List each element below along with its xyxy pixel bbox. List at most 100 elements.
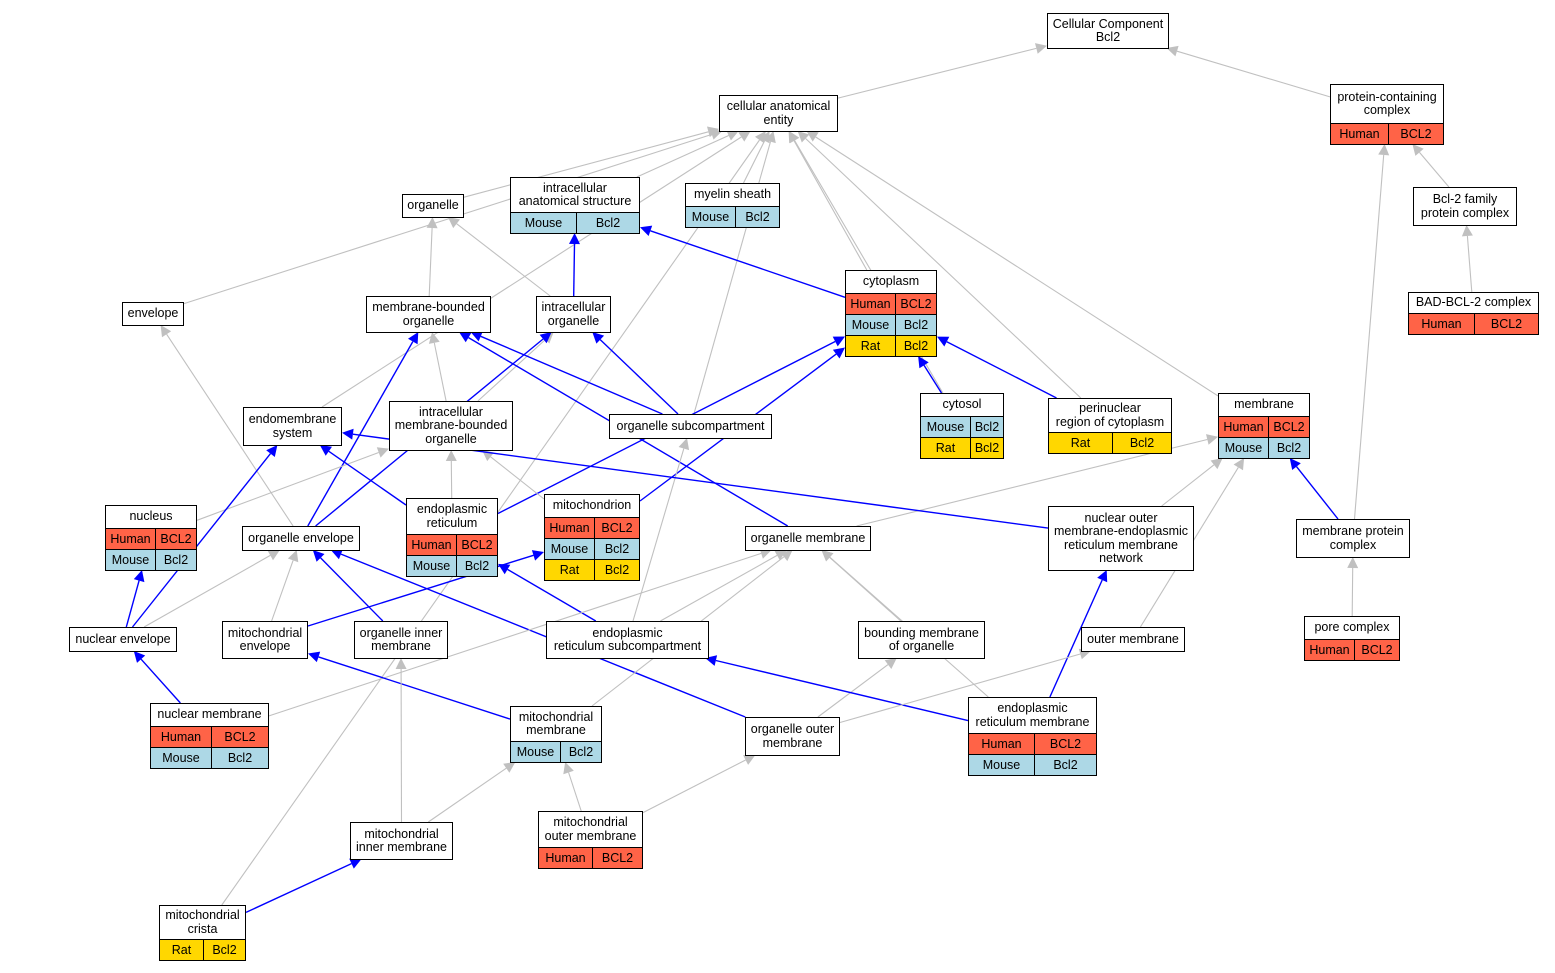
arrowhead-nomerm-to-membrane [1210, 458, 1223, 470]
term-node-oim[interactable]: organelle inner membrane [354, 621, 448, 659]
term-node-bmo[interactable]: bounding membrane of organelle [858, 621, 985, 659]
arrowhead-osub-to-cae [765, 131, 776, 144]
arrowhead-nomerm-to-endomem [342, 428, 354, 440]
arrowhead-menv-to-mito [531, 550, 544, 561]
species-name: Human [981, 737, 1022, 751]
arrowhead-mmem-to-menv [308, 651, 321, 663]
term-node-envelope[interactable]: envelope [122, 302, 184, 326]
term-node-mim[interactable]: mitochondrial inner membrane [350, 822, 453, 860]
edge-imbo-to-io [477, 338, 546, 402]
arrowhead-crista-to-cae [755, 131, 766, 144]
term-node-mbo[interactable]: membrane-bounded organelle [366, 296, 491, 333]
term-label: membrane protein complex [1302, 524, 1404, 552]
term-node-nomerm[interactable]: nuclear outer membrane-endoplasmic retic… [1048, 506, 1194, 571]
term-node-nenv[interactable]: nuclear envelope [69, 627, 177, 652]
arrowhead-cytosol-to-cae [789, 131, 800, 144]
edge-pcc-to-cc_root [1176, 50, 1331, 98]
arrowhead-ersub-to-osub [678, 438, 690, 451]
edge-cytoplasm-to-cae [793, 140, 868, 271]
term-node-omem[interactable]: organelle membrane [745, 526, 871, 551]
term-node-cc-root[interactable]: Cellular Component Bcl2 [1047, 13, 1169, 49]
term-label: nuclear membrane [157, 707, 262, 722]
edge-endomem-to-cae [321, 136, 742, 408]
term-node-ersub[interactable]: endoplasmic reticulum subcompartment [546, 621, 709, 659]
edge-nomerm-to-membrane [1161, 464, 1215, 507]
term-node-outerm[interactable]: outer membrane [1081, 627, 1185, 652]
term-node-organelle[interactable]: organelle [402, 194, 464, 218]
term-node-osub[interactable]: organelle subcompartment [609, 414, 772, 439]
term-node-mpc[interactable]: membrane protein complex [1296, 519, 1410, 558]
gene-symbol: BCL2 [1268, 417, 1309, 437]
species-name: Mouse [516, 745, 555, 759]
edge-membrane-to-cae [815, 136, 1219, 397]
term-node-oenv[interactable]: organelle envelope [242, 526, 360, 551]
term-label: endomembrane system [248, 412, 337, 440]
arrowhead-er-to-endomem [319, 445, 332, 456]
arrowhead-nmem-to-nenv [133, 651, 146, 663]
edge-erm-to-ersub [715, 659, 969, 722]
gene-symbol: Bcl2 [970, 417, 1003, 437]
gene-symbol: BCL2 [592, 848, 642, 868]
term-label: endoplasmic reticulum membrane [975, 701, 1090, 729]
arrowhead-mom-to-oom [743, 755, 756, 765]
species-name: Human [1309, 643, 1350, 657]
edge-io-to-ias [573, 243, 576, 297]
species-name: Mouse [982, 758, 1021, 772]
gene-symbol: BCL2 [1034, 734, 1096, 754]
term-node-menv[interactable]: mitochondrial envelope [222, 621, 308, 659]
edge-envelope-to-cae [183, 133, 713, 305]
term-node-io[interactable]: intracellular organelle [536, 296, 611, 333]
gene-symbol: Bcl2 [560, 742, 601, 762]
arrowhead-mito-to-cytoplasm [832, 347, 845, 359]
term-node-endomem[interactable]: endomembrane system [243, 407, 342, 446]
species-name: Mouse [1224, 441, 1263, 455]
arrowhead-er-to-imbo [445, 450, 457, 461]
arrowhead-cytosol-to-cytoplasm [918, 356, 929, 369]
arrowhead-cytoplasm-to-ias [640, 225, 653, 236]
edge-mito-to-imbo [490, 456, 545, 500]
term-node-bcl2fam[interactable]: Bcl-2 family protein complex [1413, 187, 1517, 226]
term-node-cae[interactable]: cellular anatomical entity [719, 95, 838, 132]
arrowhead-menv-to-oenv [287, 550, 299, 563]
term-node-oom[interactable]: organelle outer membrane [745, 717, 840, 756]
term-node-imbo[interactable]: intracellular membrane-bounded organelle [389, 401, 513, 451]
arrowhead-cae-to-cc_root [1035, 43, 1047, 54]
edge-mpc-to-pcc [1353, 154, 1385, 520]
arrowhead-membrane-to-cae [806, 131, 819, 142]
term-label: mitochondrion [552, 498, 632, 513]
arrowhead-crista-to-mim [349, 858, 362, 869]
arrowhead-oom-to-oenv [330, 549, 343, 560]
term-label: membrane-bounded organelle [372, 300, 485, 328]
term-label: organelle envelope [248, 530, 354, 545]
edge-perinuclear-to-cae [805, 138, 1082, 399]
term-label: mitochondrial crista [165, 908, 240, 936]
edge-ias-to-cae [636, 134, 729, 178]
edge-cytosol-to-cytoplasm [923, 364, 943, 394]
edge-badbcl2-to-bcl2fam [1466, 235, 1473, 293]
